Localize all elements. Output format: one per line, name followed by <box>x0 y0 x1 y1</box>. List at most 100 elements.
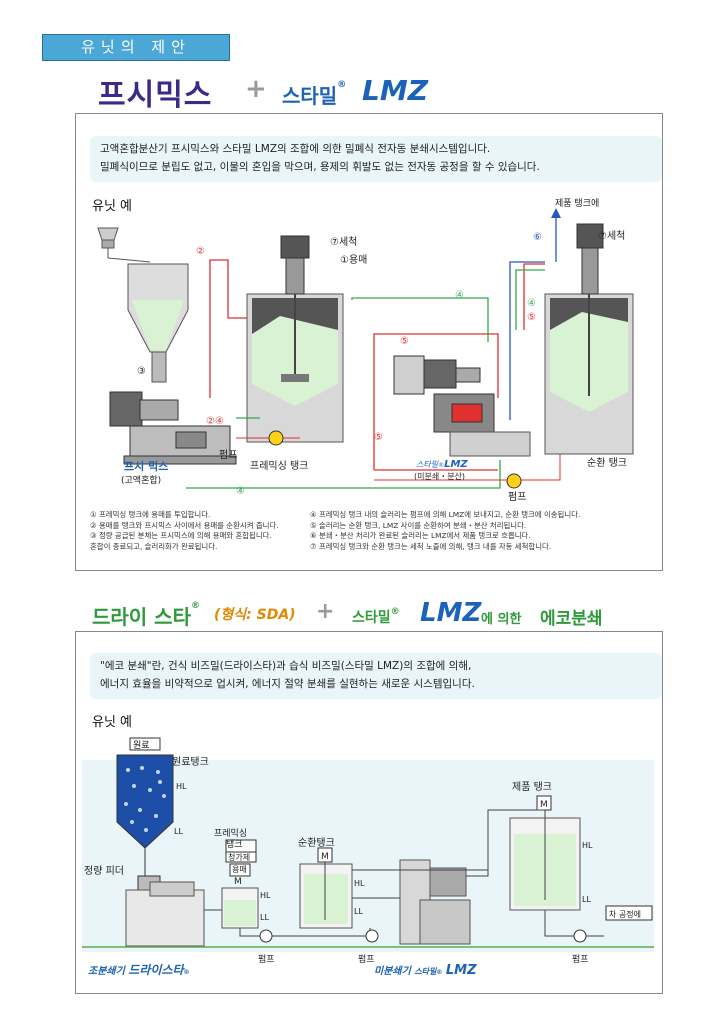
label-pump-bottom: 펌프 <box>508 491 526 503</box>
section2-intro-line1: "에코 분쇄"란, 건식 비즈밀(드라이스타)과 습식 비즈밀(스타밀 LMZ)… <box>100 660 472 672</box>
section1-intro-line2: 밀폐식이므로 분립도 없고, 이물의 혼입을 막으며, 용제의 휘발도 없는 전… <box>100 161 540 173</box>
note-2: ② 용매를 탱크와 프시믹스 사이에서 용매를 순환시켜 줍니다. <box>90 520 279 530</box>
label-pump-1: 펌프 <box>258 953 275 965</box>
label-motor-product: M <box>540 800 548 810</box>
label-n2: ② <box>196 246 205 257</box>
circulating-tank <box>544 223 634 455</box>
label-starmill-sub: (미분쇄・분산) <box>414 471 465 481</box>
label-n5-mid: ⑤ <box>400 336 409 347</box>
label-hl-raw: HL <box>176 782 187 791</box>
section1-title-lmz: LMZ <box>362 74 429 107</box>
note-7: ⑦ 프레믹싱 탱크와 순환 탱크는 세척 노즐에 의해, 탱크 내를 자동 세척… <box>310 541 552 551</box>
section1-plus: + <box>245 74 267 104</box>
section2-title-starmill: 스타밀® <box>352 607 400 627</box>
note-4: ④ 프레믹싱 탱크 내의 슬러리는 펌프에 의해 LMZ에 보내지고, 순환 탱… <box>310 510 581 519</box>
product-tank-2 <box>509 795 581 911</box>
premixing-tank <box>246 235 344 443</box>
label-motor-premix: M <box>234 877 242 887</box>
section2-unit-example: 유닛 예 <box>92 715 133 730</box>
pump-icon-2 <box>365 929 379 943</box>
notes-right: ④ 프레믹싱 탱크 내의 슬러리는 펌프에 의해 LMZ에 보내지고, 순환 탱… <box>310 510 580 552</box>
label-psimix: 프시 믹스 <box>124 459 168 473</box>
starmill-text-2: 스타밀 <box>352 610 391 626</box>
section2-title-lmz: LMZ <box>420 598 482 628</box>
label-wash7-left: ⑦세척 <box>330 236 357 248</box>
section1-unit-example: 유닛 예 <box>92 199 133 214</box>
label-n5-right: ⑤ <box>527 312 536 323</box>
section2-intro-line2: 에너지 효율을 비약적으로 업시켜, 에너지 절약 분쇄를 실현하는 새로운 시… <box>100 678 475 690</box>
label-raw-tank: 원료탱크 <box>172 756 209 768</box>
note-1: ① 프레믹싱 탱크에 용매를 투입합니다. <box>90 510 211 519</box>
starmill-machine <box>393 355 531 457</box>
label-premix-tank: 프레믹싱 탱크 <box>250 460 308 472</box>
section1-title-starmill: 스타밀® <box>282 80 346 109</box>
label-psimix-sub: (고액혼합) <box>121 474 161 486</box>
label-n4-top: ④ <box>455 290 464 301</box>
drystar-text: 드라이 스타 <box>92 605 191 629</box>
premix-tank-2 <box>221 839 259 929</box>
notes-left: ① 프레믹싱 탱크에 용매를 투입합니다. ② 용매를 탱크와 프시믹스 사이에… <box>90 510 279 552</box>
note-6: ⑥ 분쇄・분산 처리가 완료된 슬러리는 LMZ에서 제품 탱크로 흐릅니다. <box>310 531 531 540</box>
label-premix-l1: 프레믹싱 <box>214 827 247 839</box>
label-n3: ③ <box>137 366 146 377</box>
label-n4-right: ④ <box>527 298 536 309</box>
section2-title-by: 에 의한 <box>481 612 522 627</box>
label-starmill: 스타밀®LMZ <box>416 459 468 470</box>
label-ll-circ: LL <box>354 907 363 916</box>
section2-title-model: (형식: SDA) <box>214 607 296 623</box>
note-3: ③ 정량 공급된 분체는 프시믹스에 의해 용매와 혼합됩니다. <box>90 531 272 540</box>
label-circ-tank: 순환 탱크 <box>587 457 627 469</box>
feeder-hopper <box>97 227 151 263</box>
pump-icon-3 <box>573 929 587 943</box>
blue-flow-lines <box>509 214 557 420</box>
label-pump-2: 펌프 <box>358 953 375 965</box>
circulating-tank-2 <box>299 847 353 929</box>
label-pump-3: 펌프 <box>572 953 589 965</box>
label-hl-product: HL <box>582 841 593 850</box>
label-dry-mill: 조분쇄기 드라이스타® <box>88 963 190 977</box>
drystar-machine <box>125 875 205 947</box>
label-dispersant: 청가제 <box>228 853 250 862</box>
registered-mark-2: ® <box>190 601 200 611</box>
pump-bottom-icon <box>506 473 522 489</box>
label-solvent: 용매 <box>232 865 247 874</box>
product-arrow-icon <box>551 208 561 218</box>
section1-title-psimix: 프시믹스 <box>98 78 213 113</box>
label-hl-circ: HL <box>354 879 365 888</box>
label-ll-raw: LL <box>174 827 183 836</box>
next-step-box <box>605 905 653 921</box>
label-n24: ②④ <box>206 416 224 427</box>
label-wash7-right: ⑦세척 <box>598 230 625 242</box>
label-product-tank: 제품 탱크에 <box>555 198 599 209</box>
section1-intro: 고액혼합분산기 프시믹스와 스타밀 LMZ의 조합에 의한 밀폐식 전자동 분쇄… <box>90 136 662 182</box>
registered-mark: ® <box>337 80 347 90</box>
label-next-step: 차 공정에 <box>609 909 641 919</box>
label-n6: ⑥ <box>533 232 542 243</box>
label-hl-premix: HL <box>260 891 271 900</box>
label-ll-premix: LL <box>260 913 269 922</box>
psimix-machine <box>109 391 237 465</box>
label-n4-bottom: ④ <box>236 486 245 497</box>
raw-material-tank <box>116 737 174 849</box>
section2-title-eco: 에코분쇄 <box>540 609 603 629</box>
pump-icon-1 <box>259 929 273 943</box>
starmill-text: 스타밀 <box>282 84 338 108</box>
section2-title-drystar: 드라이 스타® <box>92 601 200 630</box>
section2-intro: "에코 분쇄"란, 건식 비즈밀(드라이스타)과 습식 비즈밀(스타밀 LMZ)… <box>90 653 662 699</box>
label-circ-tank-2: 순환탱크 <box>298 837 335 849</box>
label-feeder: 정량 피더 <box>84 865 124 877</box>
label-raw: 원료 <box>133 740 150 751</box>
registered-mark-3: ® <box>390 607 400 617</box>
note-5: ⑤ 슬러리는 순환 탱크, LMZ 사이를 순환하여 분쇄・분산 처리됩니다. <box>310 520 527 530</box>
starmill-machine-2 <box>399 859 471 945</box>
label-ll-product: LL <box>582 895 591 904</box>
label-wet-mill: 미분쇄기 스타밀® LMZ <box>374 963 477 978</box>
section-tag: 유닛의 제안 <box>42 34 230 61</box>
label-pump-left: 펌프 <box>219 449 237 461</box>
label-motor-circ: M <box>321 852 329 862</box>
label-premix-l2: 탱크 <box>226 839 243 850</box>
label-product-tank-2: 제품 탱크 <box>512 781 552 793</box>
label-solvent1: ①용매 <box>340 254 367 266</box>
